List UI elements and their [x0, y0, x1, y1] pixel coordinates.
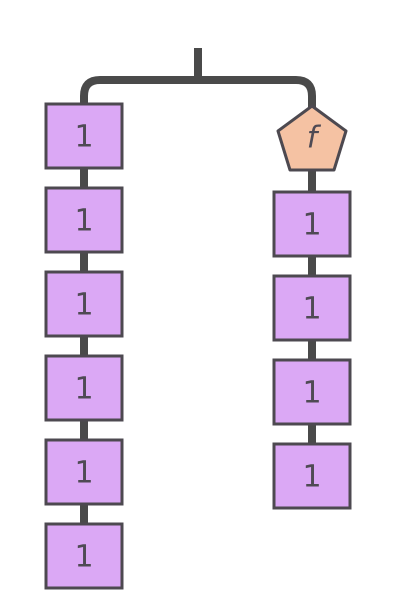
right-block-1: 1 — [272, 190, 352, 258]
left-block-5-label: 1 — [74, 456, 93, 491]
left-block-6: 1 — [44, 522, 124, 590]
left-block-5: 1 — [44, 438, 124, 506]
left-block-3-label: 1 — [74, 288, 93, 323]
right-block-2-label: 1 — [302, 292, 321, 327]
crossbar-wire — [80, 76, 316, 106]
right-block-3: 1 — [272, 358, 352, 426]
pentagon-head: f — [276, 104, 348, 172]
right-column: f 1 1 1 1 — [272, 104, 352, 510]
left-block-4-label: 1 — [74, 372, 93, 407]
right-block-4: 1 — [272, 442, 352, 510]
left-block-1: 1 — [44, 102, 124, 170]
right-block-4-label: 1 — [302, 460, 321, 495]
left-block-3: 1 — [44, 270, 124, 338]
left-block-2: 1 — [44, 186, 124, 254]
left-block-4: 1 — [44, 354, 124, 422]
right-block-3-label: 1 — [302, 376, 321, 411]
right-block-2: 1 — [272, 274, 352, 342]
right-block-1-label: 1 — [302, 208, 321, 243]
left-block-1-label: 1 — [74, 120, 93, 155]
left-block-2-label: 1 — [74, 204, 93, 239]
left-block-6-label: 1 — [74, 540, 93, 575]
left-column: 1 1 1 1 1 1 — [44, 102, 124, 590]
pentagon-shape — [276, 104, 348, 172]
